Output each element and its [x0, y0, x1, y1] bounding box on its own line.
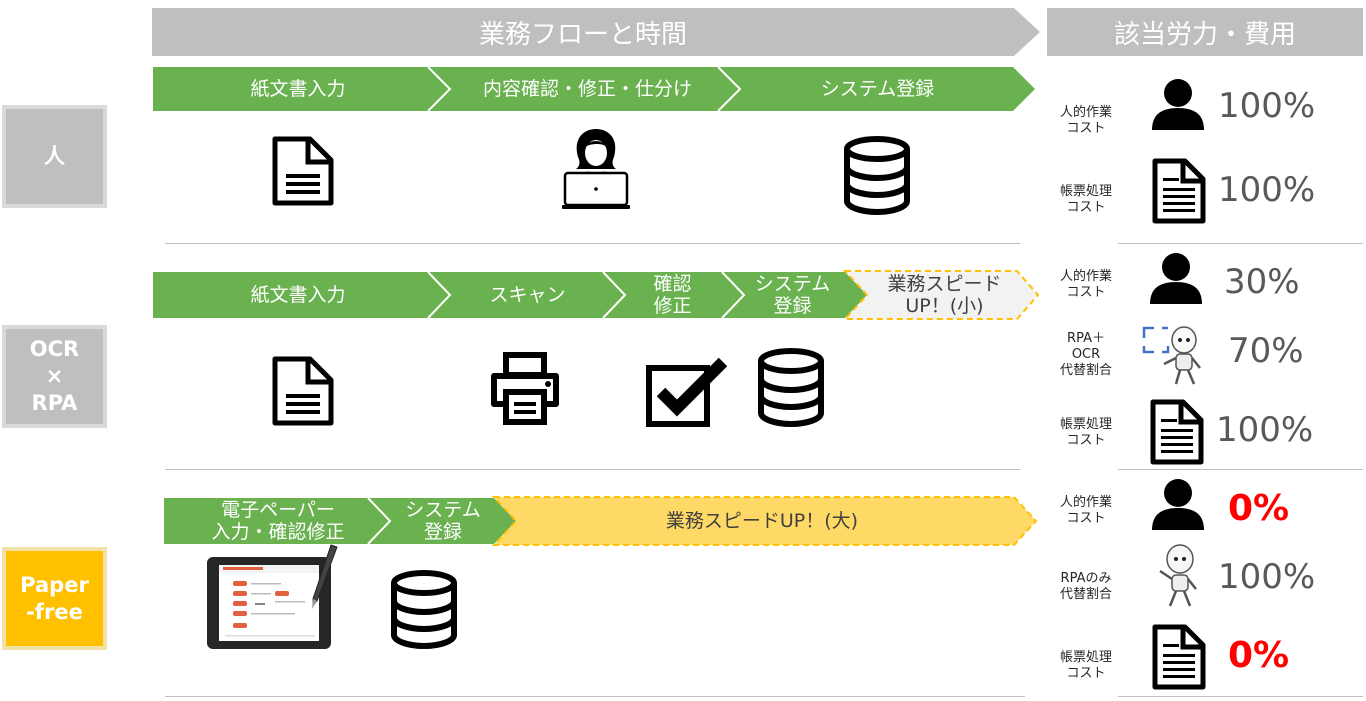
printer-icon: [491, 352, 559, 425]
database-icon: [758, 348, 824, 427]
cost-value-zero: 0%: [1228, 635, 1290, 676]
row2-speed-arrow: [842, 270, 1040, 320]
row3-step2-label: システム 登録: [405, 499, 481, 543]
database-icon: [391, 570, 457, 649]
cost-value: 100%: [1218, 557, 1316, 597]
cost-value: 30%: [1224, 262, 1300, 302]
cost-label-human-1: 人的作業 コスト: [1059, 105, 1112, 136]
document-icon: [1152, 158, 1206, 224]
row-label-paperfree: Paper -free: [2, 547, 107, 650]
document-icon: [1152, 624, 1206, 690]
cost-value: 100%: [1218, 170, 1316, 210]
cost-label-rpa-ocr: RPA＋ OCR 代替割合: [1059, 331, 1112, 378]
robot-icon: [1159, 544, 1197, 607]
document-icon: [272, 356, 334, 426]
document-icon: [272, 136, 334, 206]
row-label-ocr-rpa: OCR × RPA: [2, 325, 107, 428]
operator-laptop-icon: [562, 129, 630, 209]
row3-step1-arrow: [164, 498, 390, 544]
cost-label-human-2: 人的作業 コスト: [1059, 269, 1112, 300]
cost-value: 100%: [1216, 410, 1314, 450]
cost-value: 70%: [1228, 331, 1304, 371]
row2-step4-label: システム 登録: [754, 273, 831, 317]
row3-speed-label: 業務スピードUP！(大): [665, 510, 859, 532]
cost-separator: [1118, 696, 1363, 697]
person-icon: [1152, 79, 1204, 130]
row2-step2-arrow: [428, 272, 625, 318]
row2-step3-label: 確認 修正: [653, 273, 692, 317]
row1-step3-arrow: [718, 67, 1035, 111]
checkbox-icon: [646, 357, 728, 427]
row1-step2-label: 内容確認・修正・仕分け: [482, 78, 692, 100]
row2-speed-label: 業務スピード UP！(小): [887, 273, 1002, 317]
row-separator: [165, 696, 1025, 697]
cost-value: 100%: [1218, 86, 1316, 126]
cost-label-human-3: 人的作業 コスト: [1059, 495, 1112, 526]
row3-speed-arrow: [491, 496, 1038, 546]
flow-header-arrow: [152, 8, 1040, 56]
row-separator: [165, 469, 1020, 470]
row2-step4-arrow: [722, 272, 867, 318]
row1-step2-arrow: [428, 67, 740, 111]
cost-separator: [1118, 469, 1363, 470]
robot-icon: [1142, 326, 1201, 385]
tablet-icon: [207, 544, 338, 649]
row1-step3-label: システム登録: [820, 78, 935, 100]
person-icon: [1150, 253, 1202, 304]
row3-step1-label: 電子ペーパー 入力・確認修正: [211, 499, 345, 543]
person-icon: [1152, 479, 1204, 530]
row2-step2-label: スキャン: [489, 284, 566, 306]
cost-label-form-1: 帳票処理 コスト: [1059, 184, 1112, 215]
cost-label-form-3: 帳票処理 コスト: [1059, 650, 1112, 681]
document-icon: [1150, 399, 1204, 465]
row3-step2-arrow: [368, 498, 516, 544]
row2-step1-arrow: [153, 272, 450, 318]
database-icon: [844, 136, 910, 215]
row-separator: [165, 243, 1020, 244]
row1-step1-label: 紙文書入力: [250, 78, 346, 100]
row2-step3-arrow: [603, 272, 744, 318]
cost-label-form-2: 帳票処理 コスト: [1059, 417, 1112, 448]
flow-header-title: 業務フローと時間: [478, 19, 687, 50]
cost-value-zero: 0%: [1228, 488, 1290, 529]
cost-header-title: 該当労力・費用: [1113, 19, 1296, 50]
row2-step1-label: 紙文書入力: [250, 284, 346, 306]
row1-step1-arrow: [153, 67, 450, 111]
row-label-human: 人: [2, 105, 107, 208]
cost-label-rpa-only: RPAのみ 代替割合: [1059, 571, 1112, 602]
cost-separator: [1118, 243, 1363, 244]
cost-header-box: [1047, 8, 1363, 56]
